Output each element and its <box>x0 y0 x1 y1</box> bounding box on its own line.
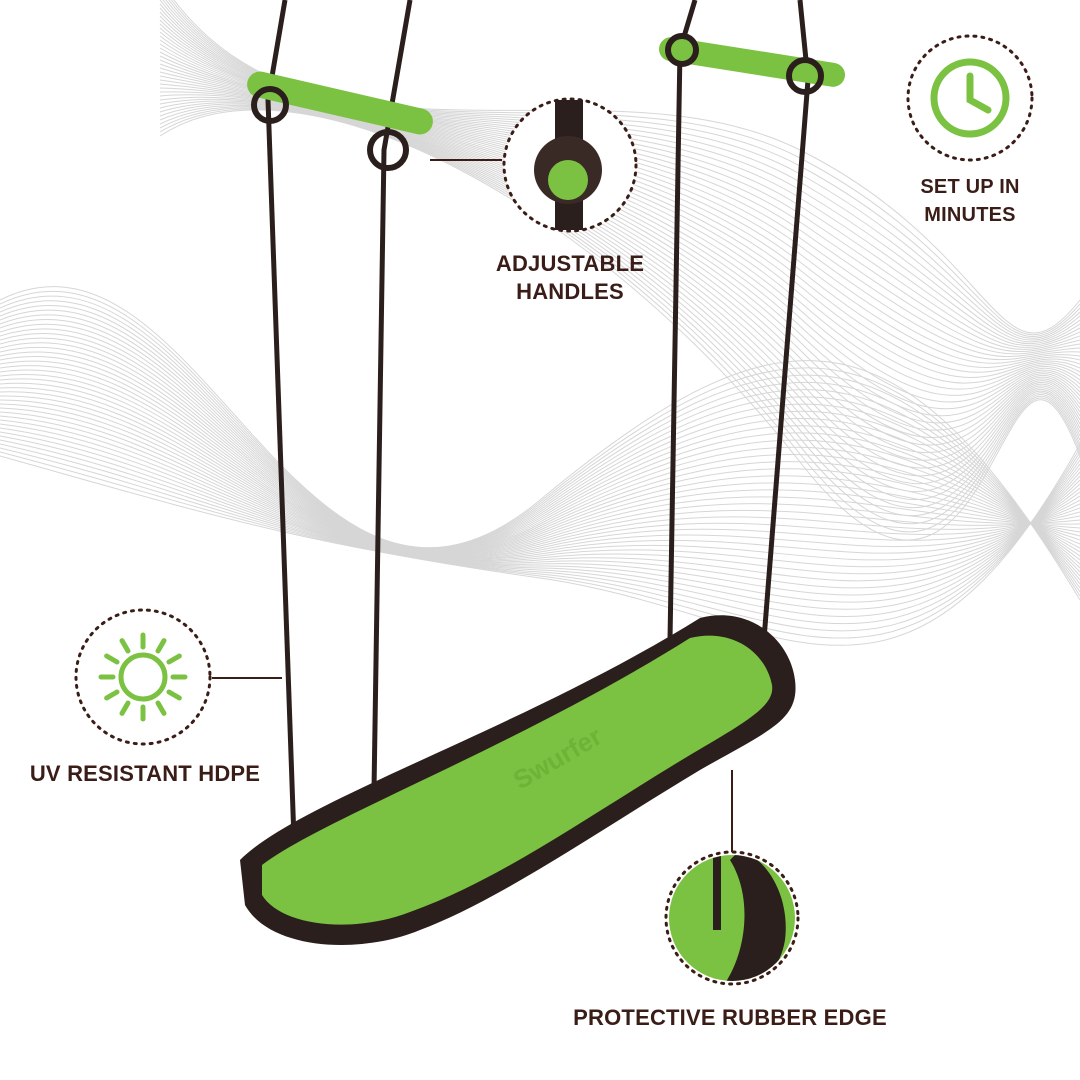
wave-line <box>0 290 1080 597</box>
label-line: HANDLES <box>516 279 624 304</box>
wave-line <box>0 443 1080 646</box>
feature-label-uv: UV RESISTANT HDPE <box>10 760 280 788</box>
wave-line <box>0 286 1080 601</box>
wave-line <box>0 435 1080 610</box>
wave-line <box>0 360 1080 555</box>
sun-ray <box>166 653 182 665</box>
swing-seat: Swurfer <box>240 615 796 945</box>
clock-icon <box>930 58 1010 138</box>
wave-line <box>0 382 1080 557</box>
wave-line <box>0 399 1080 559</box>
wave-line <box>0 443 1080 625</box>
wave-line <box>0 300 1080 589</box>
feature-label-setup: SET UP IN MINUTES <box>895 173 1045 229</box>
wave-line <box>0 447 1080 632</box>
wave-line <box>0 411 1080 568</box>
wave-line <box>0 333 1080 561</box>
wave-line <box>0 351 1080 554</box>
label-line: UV RESISTANT HDPE <box>29 761 261 786</box>
rubber-edge-closeup <box>669 855 795 981</box>
wave-line <box>0 356 1080 554</box>
sun-ray <box>155 700 167 716</box>
wave-line <box>0 328 1080 565</box>
wave-line <box>0 337 1080 557</box>
wave-line <box>0 419 1080 582</box>
wave-line <box>0 369 1080 555</box>
label-line: ADJUSTABLE <box>495 251 645 276</box>
label-line: PROTECTIVE RUBBER EDGE <box>573 1005 887 1030</box>
wave-line <box>0 374 1080 556</box>
wave-line <box>0 395 1080 558</box>
feature-label-adjustable-handles: ADJUSTABLE HANDLES <box>470 250 670 306</box>
wave-line <box>0 295 1080 593</box>
sun-ray <box>104 653 120 665</box>
wave-line <box>0 305 1080 585</box>
wave-line <box>0 319 1080 573</box>
wave-line <box>0 391 1080 558</box>
sun-ray <box>119 638 131 654</box>
wave-line <box>0 427 1080 596</box>
wave-line <box>0 439 1080 618</box>
wave-line <box>0 387 1080 557</box>
sun-ray <box>104 689 120 701</box>
wave-line <box>0 309 1080 581</box>
wave-line <box>0 423 1080 589</box>
wave-line <box>0 365 1080 555</box>
wave-line <box>0 323 1080 569</box>
sun-circle <box>74 608 212 746</box>
left-handle <box>247 71 433 171</box>
sun-ray <box>155 638 167 654</box>
feature-label-rubber-edge: PROTECTIVE RUBBER EDGE <box>560 1004 900 1032</box>
wave-line <box>0 431 1080 603</box>
wave-line <box>0 447 1080 639</box>
wave-line <box>0 314 1080 577</box>
wave-line <box>159 109 1080 541</box>
wave-line <box>0 407 1080 561</box>
label-line: MINUTES <box>924 204 1016 226</box>
sun-ray <box>166 689 182 701</box>
sun-ray <box>119 700 131 716</box>
wave-line <box>0 346 1080 553</box>
sun-icon <box>98 632 188 722</box>
wave-line <box>0 403 1080 560</box>
right-handle <box>659 33 845 95</box>
wave-line <box>0 415 1080 575</box>
handle-knot-closeup <box>534 100 602 230</box>
label-line: SET UP IN <box>920 176 1020 198</box>
